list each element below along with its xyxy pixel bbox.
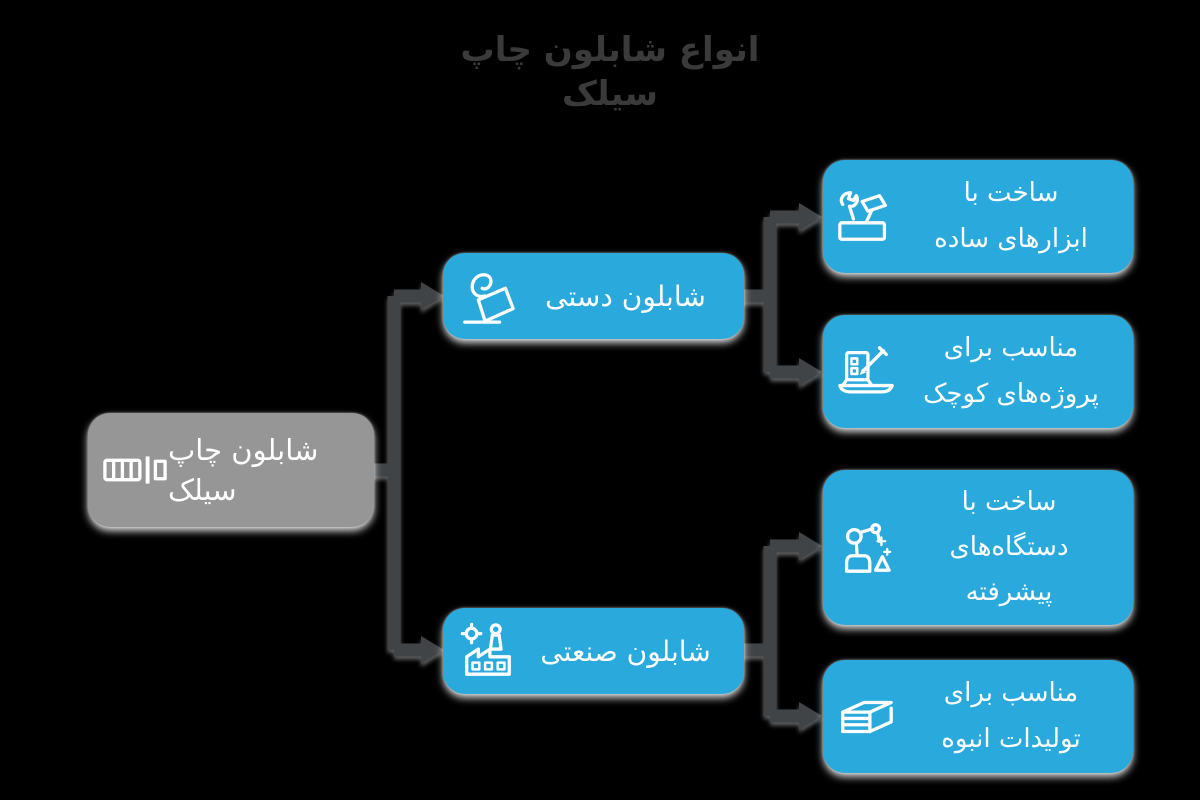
arrowhead-to-leaf-1	[799, 203, 822, 231]
paper-stack-icon	[835, 694, 897, 740]
node-built-with-advanced-machines: ساخت با دستگاه‌های پیشرفته	[823, 470, 1133, 625]
node-suitable-small-projects: مناسب برای پروژه‌های کوچک	[823, 315, 1133, 428]
connector-industrial-trunk	[718, 539, 800, 723]
node-manual-stencil: شابلون دستی	[443, 253, 744, 339]
laptop-pencil-icon	[835, 344, 897, 400]
leaf-4-label: مناسب برای تولیدات انبوه	[941, 678, 1081, 754]
leaf-3-label: ساخت با دستگاه‌های پیشرفته	[949, 487, 1069, 607]
tools-icon	[835, 189, 897, 245]
root-node-label: شابلون چاپ سیلک	[168, 432, 319, 507]
robot-arm-icon	[835, 519, 893, 577]
arrowhead-to-leaf-2	[799, 358, 822, 386]
arrowhead-to-leaf-4	[799, 702, 822, 730]
node-suitable-mass-production: مناسب برای تولیدات انبوه	[823, 660, 1133, 773]
arrowhead-to-industrial	[421, 636, 444, 664]
node-silk-screen-stencil: شابلون چاپ سیلک	[88, 413, 374, 527]
leaf-2-label: مناسب برای پروژه‌های کوچک	[923, 333, 1099, 409]
node-built-with-simple-tools: ساخت با ابزارهای ساده	[823, 160, 1133, 273]
connector-manual-trunk	[718, 210, 800, 379]
arrowhead-to-manual	[421, 282, 444, 310]
leaf-1-label: ساخت با ابزارهای ساده	[934, 178, 1088, 254]
industrial-branch-label: شابلون صنعتی	[540, 634, 711, 668]
node-industrial-stencil: شابلون صنعتی	[443, 608, 744, 694]
diagram-title: انواع شابلون چاپ سیلک	[460, 30, 760, 115]
hand-stencil-icon	[459, 267, 517, 325]
factory-icon	[459, 622, 517, 680]
squeegee-print-icon	[102, 448, 168, 492]
arrowhead-to-leaf-3	[799, 532, 822, 560]
manual-branch-label: شابلون دستی	[545, 279, 706, 313]
